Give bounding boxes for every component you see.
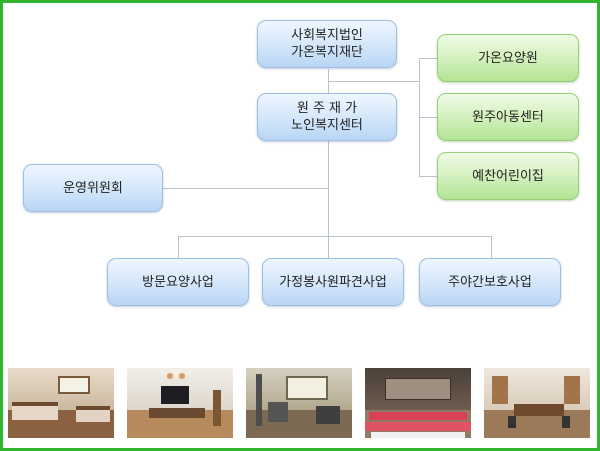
connector-top-center [328,69,329,97]
node-affiliate-child-center: 원주아동센터 [437,93,579,141]
node-foundation: 사회복지법인 가온복지재단 [257,20,397,68]
node-center-line2: 노인복지센터 [291,118,363,133]
connector-committee [162,188,328,189]
node-affiliate-label: 원주아동센터 [472,109,544,125]
node-committee: 운영위원회 [23,164,163,212]
node-program-home-care: 방문요양사업 [107,258,249,306]
living-room-photo [127,368,233,438]
node-center: 원 주 재 가 노인복지센터 [257,93,397,141]
node-foundation-line2: 가온복지재단 [291,45,363,60]
node-program-label: 방문요양사업 [142,274,214,290]
node-program-home-helper: 가정봉사원파견사업 [262,258,404,306]
node-foundation-line1: 사회복지법인 [291,28,363,43]
connector-affiliate-2 [419,117,439,118]
connector-affiliate-1 [419,58,439,59]
connector-programs-bus [178,236,492,237]
connector-program-3 [491,236,492,260]
node-affiliate-daycare: 예찬어린이집 [437,152,579,200]
connector-program-2 [328,236,329,260]
connector-to-affiliates [328,81,420,82]
dining-room-photo [484,368,590,438]
node-program-day-night-care: 주야간보호사업 [419,258,561,306]
hall-photo [365,368,471,438]
connector-center-down [328,140,329,237]
node-affiliate-nursing-home: 가온요양원 [437,34,579,82]
node-affiliate-label: 가온요양원 [478,50,538,66]
node-program-label: 주야간보호사업 [448,274,532,290]
node-committee-label: 운영위원회 [63,180,123,196]
node-center-line1: 원 주 재 가 [296,101,358,116]
connector-affiliate-3 [419,176,439,177]
node-program-label: 가정봉사원파견사업 [279,274,387,290]
connector-program-1 [178,236,179,260]
bedroom-photo [8,368,114,438]
therapy-room-photo [246,368,352,438]
node-affiliate-label: 예찬어린이집 [472,168,544,184]
